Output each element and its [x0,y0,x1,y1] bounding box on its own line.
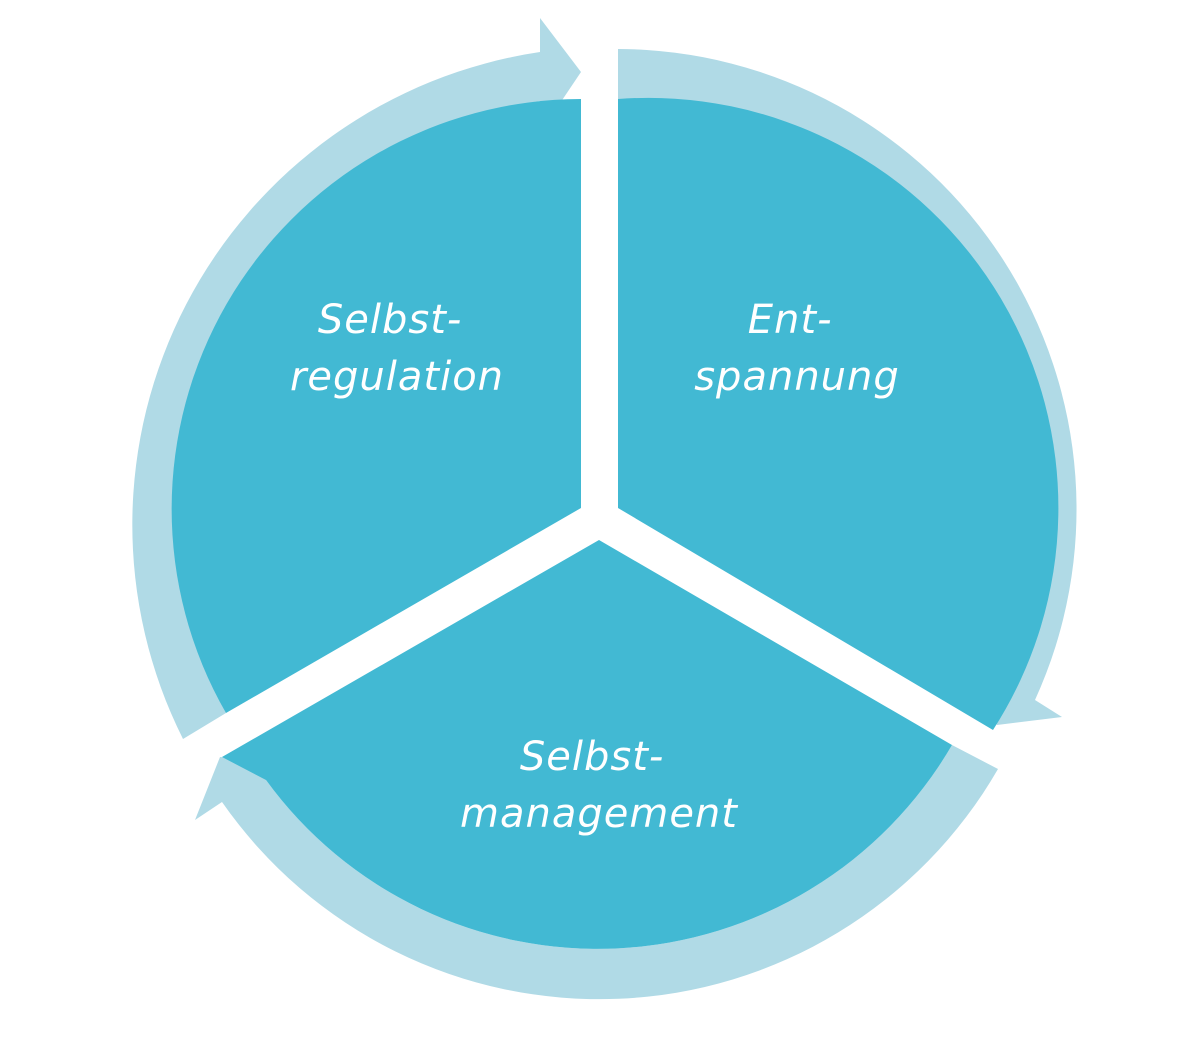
label-entspannung-line1: Ent- [748,297,833,343]
cycle-arrow-bottom [195,745,998,1000]
label-entspannung: Ent- spannung [694,297,900,400]
cycle-arrows [132,18,1077,1000]
segment-entspannung [618,97,1059,730]
label-selbstregulation: Selbst- regulation [290,297,504,400]
label-selbstregulation-line1: Selbst- [318,297,462,343]
cycle-arrow-right [618,49,1077,725]
label-selbstmanagement-line1: Selbst- [520,734,664,780]
segment-labels: Selbst- regulation Ent- spannung Selbst-… [290,297,900,837]
label-selbstregulation-line2: regulation [290,354,504,400]
segment-selbstregulation [171,99,581,713]
label-selbstmanagement-line2: management [460,791,738,837]
label-entspannung-line2: spannung [694,354,900,400]
cycle-arrow-top-left [132,18,581,739]
cycle-segments [171,97,1059,949]
segment-selbstmanagement [222,540,952,949]
label-selbstmanagement: Selbst- management [460,734,738,837]
